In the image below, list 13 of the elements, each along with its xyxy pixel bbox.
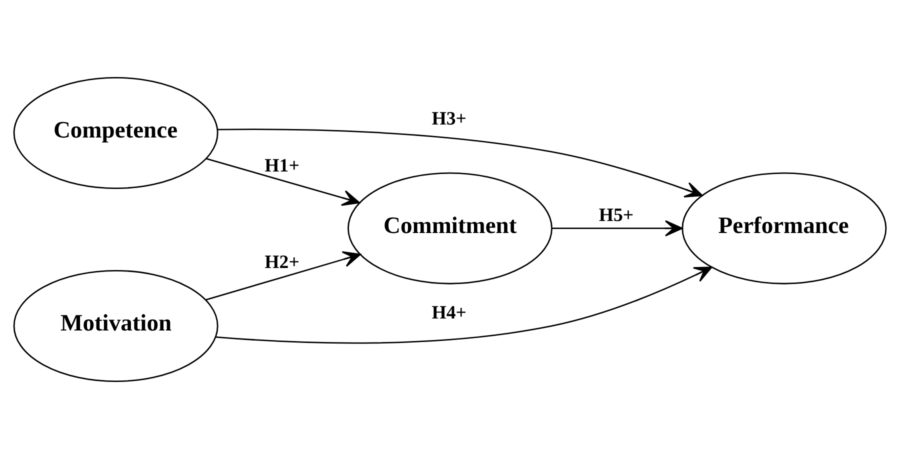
edge-label: H3+: [432, 108, 467, 130]
edge-label: H4+: [432, 302, 467, 324]
arrow: [218, 128, 703, 197]
node-ellipse: Competence: [13, 76, 218, 189]
node-ellipse: Commitment: [348, 172, 552, 284]
edge-label: H1+: [264, 155, 300, 176]
arrow: [216, 266, 712, 344]
node-ellipse: Motivation: [13, 269, 218, 382]
arrow: [552, 220, 683, 236]
arrow: [206, 158, 360, 206]
edge-label: H2+: [264, 252, 300, 273]
arrow: [206, 250, 361, 300]
edge-label: H5+: [598, 204, 634, 226]
